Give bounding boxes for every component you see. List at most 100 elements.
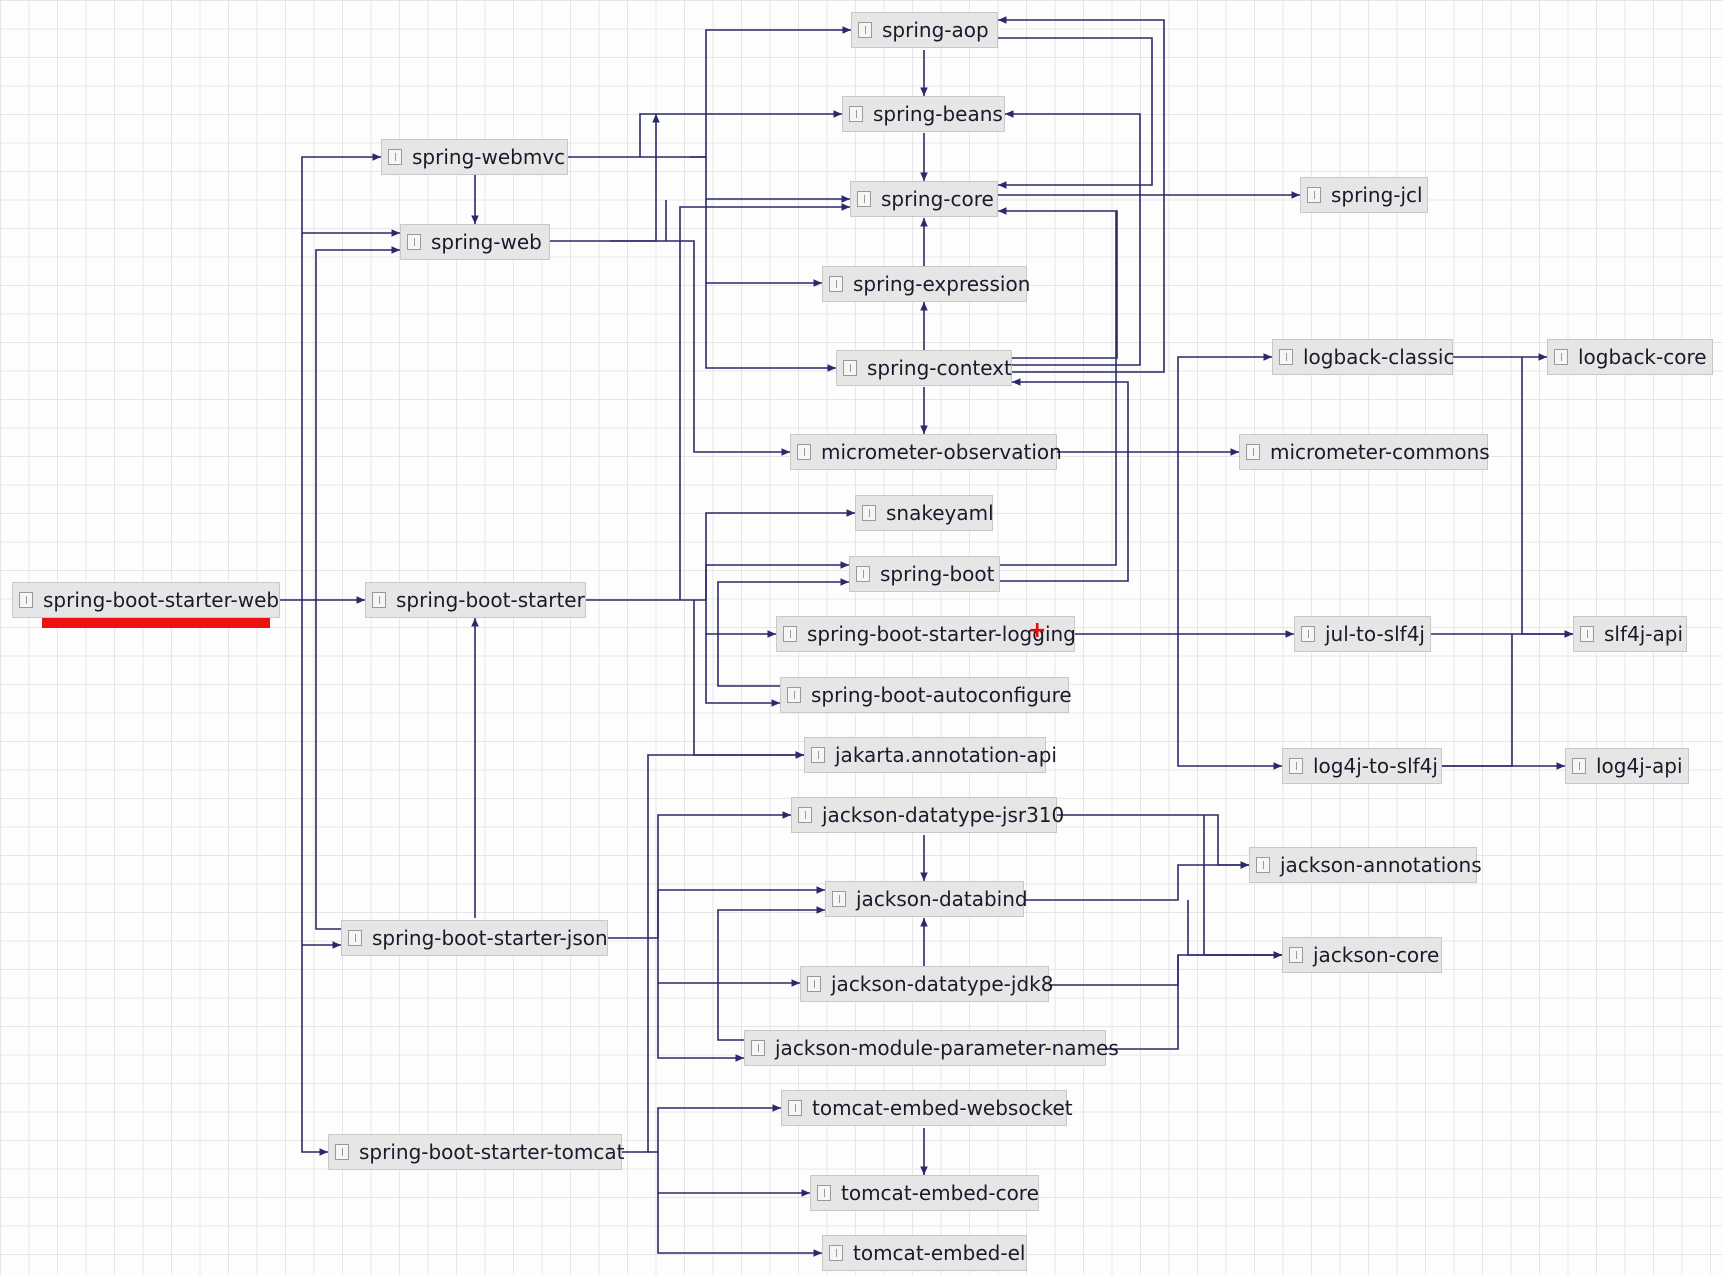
- node-label: spring-boot-starter-tomcat: [359, 1140, 625, 1164]
- edge-paramnames-to-core: [1106, 955, 1179, 1050]
- node-spring-boot-autoconfigure[interactable]: spring-boot-autoconfigure: [780, 677, 1072, 713]
- node-slf4j-api[interactable]: slf4j-api: [1573, 616, 1687, 652]
- edge-webmvc-to-aop: [568, 26, 851, 158]
- edge-json-to-jdk8: [657, 938, 800, 987]
- edge-starter-to-boot: [705, 561, 849, 600]
- node-spring-core[interactable]: spring-core: [850, 181, 998, 217]
- edge-json-to-jsr310: [608, 811, 791, 939]
- jar-icon: [1580, 625, 1594, 642]
- jar-icon: [787, 686, 801, 703]
- node-log4j-to-slf4j[interactable]: log4j-to-slf4j: [1282, 748, 1442, 784]
- node-spring-boot[interactable]: spring-boot: [849, 556, 1000, 592]
- highlight-underline: [42, 618, 270, 628]
- node-spring-jcl[interactable]: spring-jcl: [1300, 177, 1428, 213]
- node-jackson-annotations[interactable]: jackson-annotations: [1249, 847, 1482, 883]
- jar-icon: [1572, 757, 1586, 774]
- node-jul-to-slf4j[interactable]: jul-to-slf4j: [1294, 616, 1431, 652]
- node-jackson-datatype-jdk8[interactable]: jackson-datatype-jdk8: [800, 966, 1053, 1002]
- edge-jsr310-to-annotations: [1057, 814, 1249, 869]
- node-label: spring-jcl: [1331, 183, 1423, 207]
- node-label: spring-boot-starter-logging: [807, 622, 1076, 646]
- edge-databind-to-core: [1187, 900, 1282, 959]
- node-label: tomcat-embed-el: [853, 1241, 1026, 1265]
- mouse-cursor-icon: +: [1028, 618, 1047, 643]
- node-log4j-api[interactable]: log4j-api: [1565, 748, 1689, 784]
- edge-starter-to-logging: [705, 600, 776, 638]
- node-spring-webmvc[interactable]: spring-webmvc: [381, 139, 568, 175]
- edge-webmvc-to-core: [690, 156, 850, 203]
- node-spring-context[interactable]: spring-context: [836, 350, 1012, 386]
- node-spring-aop[interactable]: spring-aop: [851, 12, 998, 48]
- node-label: snakeyaml: [886, 501, 994, 525]
- node-label: log4j-api: [1596, 754, 1683, 778]
- node-label: micrometer-commons: [1270, 440, 1490, 464]
- node-label: spring-web: [431, 230, 542, 254]
- edge-context-to-aop: [998, 16, 1165, 373]
- jar-icon: [1279, 348, 1293, 365]
- edge-starter-to-snakeyaml: [586, 509, 855, 601]
- node-micrometer-observation[interactable]: micrometer-observation: [790, 434, 1062, 470]
- node-spring-boot-starter-tomcat[interactable]: spring-boot-starter-tomcat: [328, 1134, 625, 1170]
- edge-boot-to-core: [1000, 211, 1117, 566]
- node-micrometer-commons[interactable]: micrometer-commons: [1239, 434, 1490, 470]
- node-jackson-databind[interactable]: jackson-databind: [825, 881, 1028, 917]
- edge-log4j-to-slf4j: [1442, 634, 1513, 767]
- node-spring-boot-starter[interactable]: spring-boot-starter: [365, 582, 586, 618]
- node-tomcat-embed-el[interactable]: tomcat-embed-el: [822, 1235, 1027, 1271]
- jar-icon: [407, 233, 421, 250]
- node-label: tomcat-embed-websocket: [812, 1096, 1073, 1120]
- node-label: spring-boot: [880, 562, 995, 586]
- jar-icon: [811, 746, 825, 763]
- jar-icon: [862, 504, 876, 521]
- edge-logging-to-log4j: [1177, 634, 1282, 770]
- node-spring-beans[interactable]: spring-beans: [842, 96, 1005, 132]
- edge-tomcat-to-websocket: [648, 1104, 781, 1153]
- jar-icon: [788, 1099, 802, 1116]
- edge-starter-web-to-json: [301, 600, 341, 949]
- edge-databind-to-annotations: [1024, 861, 1249, 901]
- node-tomcat-embed-core[interactable]: tomcat-embed-core: [810, 1175, 1039, 1211]
- edge-context-to-beans: [1005, 110, 1141, 366]
- node-label: jackson-core: [1313, 943, 1440, 967]
- node-spring-web[interactable]: spring-web: [400, 224, 550, 260]
- edge-tomcat-to-el: [657, 1193, 822, 1257]
- edge-aop-to-core: [998, 37, 1153, 189]
- jar-icon: [1301, 625, 1315, 642]
- jar-icon: [856, 565, 870, 582]
- node-label: logback-classic: [1303, 345, 1455, 369]
- node-label: spring-boot-autoconfigure: [811, 683, 1072, 707]
- edge-webmvc-to-beans: [639, 110, 842, 157]
- node-label: spring-boot-starter: [396, 588, 585, 612]
- node-jakarta-annotation-api[interactable]: jakarta.annotation-api: [804, 737, 1057, 773]
- edge-json-to-paramnames: [657, 983, 744, 1062]
- edge-autoconfigure-to-boot: [717, 578, 849, 687]
- node-jackson-module-parameter-names[interactable]: jackson-module-parameter-names: [744, 1030, 1119, 1066]
- node-spring-expression[interactable]: spring-expression: [822, 266, 1031, 302]
- node-jackson-core[interactable]: jackson-core: [1282, 937, 1442, 973]
- node-snakeyaml[interactable]: snakeyaml: [855, 495, 994, 531]
- edge-tomcat-to-core: [657, 1152, 810, 1197]
- node-label: spring-core: [881, 187, 994, 211]
- node-logback-core[interactable]: logback-core: [1547, 339, 1713, 375]
- jar-icon: [798, 806, 812, 823]
- node-tomcat-embed-websocket[interactable]: tomcat-embed-websocket: [781, 1090, 1073, 1126]
- edge-webmvc-to-context: [705, 283, 836, 372]
- node-jackson-datatype-jsr310[interactable]: jackson-datatype-jsr310: [791, 797, 1064, 833]
- node-spring-boot-starter-json[interactable]: spring-boot-starter-json: [341, 920, 608, 956]
- edge-json-to-web: [315, 246, 400, 930]
- node-logback-classic[interactable]: logback-classic: [1272, 339, 1455, 375]
- node-label: tomcat-embed-core: [841, 1181, 1039, 1205]
- node-spring-boot-starter-logging[interactable]: spring-boot-starter-logging: [776, 616, 1076, 652]
- jar-icon: [817, 1184, 831, 1201]
- node-label: spring-boot-starter-web: [43, 588, 280, 612]
- node-label: jul-to-slf4j: [1325, 622, 1425, 646]
- node-label: spring-expression: [853, 272, 1031, 296]
- node-spring-boot-starter-web[interactable]: spring-boot-starter-web: [12, 582, 280, 618]
- jar-icon: [1554, 348, 1568, 365]
- jar-icon: [829, 275, 843, 292]
- jar-icon: [372, 591, 386, 608]
- jar-icon: [19, 591, 33, 608]
- jar-icon: [807, 975, 821, 992]
